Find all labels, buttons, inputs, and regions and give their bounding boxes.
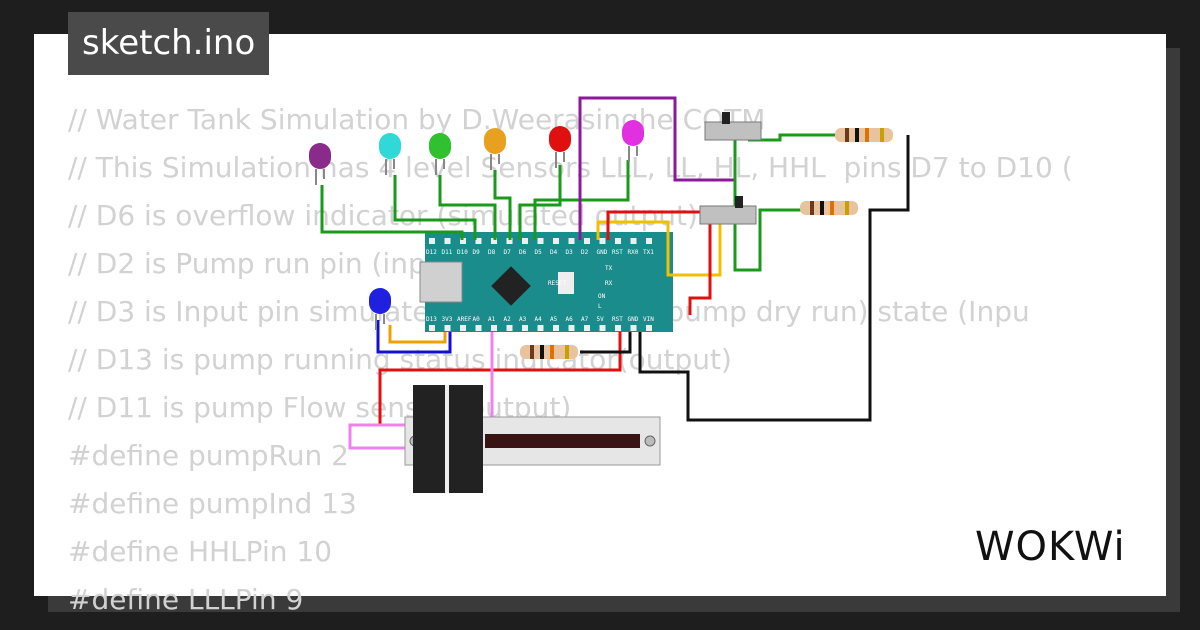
board-pin[interactable] xyxy=(460,238,466,244)
board-label: ON xyxy=(598,293,606,300)
resistor xyxy=(835,128,893,142)
wokwi-logo: WOKWi xyxy=(975,524,1126,570)
board-pin[interactable] xyxy=(646,238,652,244)
board-pin[interactable] xyxy=(491,325,497,331)
board-pin[interactable] xyxy=(444,238,451,244)
led[interactable] xyxy=(379,133,401,175)
slide-switch[interactable] xyxy=(699,196,757,225)
board-pin[interactable] xyxy=(630,238,637,244)
led[interactable] xyxy=(549,126,571,168)
pin-label: D10 xyxy=(457,249,468,256)
pin-label: D3 xyxy=(566,249,574,256)
pin-label: D4 xyxy=(550,249,558,256)
board-pin[interactable] xyxy=(522,238,528,244)
board-pin[interactable] xyxy=(522,325,528,331)
code-line: #define pumpRun 2 xyxy=(68,439,349,472)
tab-sketch[interactable]: sketch.ino xyxy=(68,12,270,75)
board-pin[interactable] xyxy=(491,238,497,244)
board-pin[interactable] xyxy=(475,238,482,244)
reset-button[interactable] xyxy=(558,272,574,294)
code-line: // This Simulation has 4 level Sensors L… xyxy=(68,151,1073,184)
pin-label: D11 xyxy=(442,249,453,256)
led[interactable] xyxy=(622,120,644,162)
slide-switch[interactable] xyxy=(704,112,762,141)
pin-label: GND xyxy=(628,316,639,323)
board-label: TX xyxy=(605,265,613,272)
board-pin[interactable] xyxy=(615,325,621,331)
led[interactable] xyxy=(309,143,331,185)
pin-label: A3 xyxy=(519,316,527,323)
pin-label: 3V3 xyxy=(442,316,453,323)
pin-label: D9 xyxy=(473,249,481,256)
board-pin[interactable] xyxy=(630,325,637,331)
board-pin[interactable] xyxy=(429,325,435,331)
board-pin[interactable] xyxy=(599,325,606,331)
board-pin[interactable] xyxy=(599,238,606,244)
code-line: #define LLLPin 9 xyxy=(68,583,304,616)
pin-label: A0 xyxy=(473,316,481,323)
board-pin[interactable] xyxy=(506,238,513,244)
board-label: RX xyxy=(605,280,613,287)
pin-label: D2 xyxy=(581,249,589,256)
pin-label: A4 xyxy=(535,316,543,323)
board-pin[interactable] xyxy=(429,238,435,244)
slide-potentiometer[interactable] xyxy=(404,385,661,493)
pin-label: 5V xyxy=(597,316,605,323)
board-label: RESET xyxy=(548,280,566,287)
resistor xyxy=(800,201,858,215)
board-pin[interactable] xyxy=(584,238,590,244)
pin-label: TX1 xyxy=(643,249,654,256)
pin-label: D7 xyxy=(504,249,512,256)
board-label: L xyxy=(598,303,602,310)
pin-label: GND xyxy=(597,249,608,256)
board-pin[interactable] xyxy=(537,238,544,244)
board-pin[interactable] xyxy=(646,325,652,331)
pin-label: A5 xyxy=(550,316,558,323)
pin-label: A1 xyxy=(488,316,496,323)
pin-label: RST xyxy=(612,249,623,256)
pin-label: RST xyxy=(612,316,623,323)
pin-label: AREF xyxy=(457,316,472,323)
board-pin[interactable] xyxy=(460,325,466,331)
pin-label: A6 xyxy=(566,316,574,323)
pin-label: A7 xyxy=(581,316,589,323)
board-pin[interactable] xyxy=(537,325,544,331)
board-pin[interactable] xyxy=(475,325,482,331)
pin-label: A2 xyxy=(504,316,512,323)
board-pin[interactable] xyxy=(444,325,451,331)
led[interactable] xyxy=(484,128,506,170)
board-pin[interactable] xyxy=(553,238,559,244)
pin-label: D5 xyxy=(535,249,543,256)
board-pin[interactable] xyxy=(506,325,513,331)
pin-label: D6 xyxy=(519,249,527,256)
board-pin[interactable] xyxy=(553,325,559,331)
led[interactable] xyxy=(429,133,451,175)
code-line: #define pumpInd 13 xyxy=(68,487,357,520)
chip xyxy=(491,266,531,306)
board-pin[interactable] xyxy=(568,325,575,331)
pin-label: D8 xyxy=(488,249,496,256)
usb-connector xyxy=(419,261,463,303)
pin-label: D12 xyxy=(426,249,437,256)
led[interactable] xyxy=(369,288,391,330)
resistor xyxy=(520,345,578,359)
code-line: #define HHLPin 10 xyxy=(68,535,333,568)
board-pin[interactable] xyxy=(615,238,621,244)
pin-label: D13 xyxy=(426,316,437,323)
pin-label: RX0 xyxy=(628,249,639,256)
pin-label: VIN xyxy=(643,316,654,323)
arduino-nano-board xyxy=(425,232,673,332)
board-pin[interactable] xyxy=(568,238,575,244)
board-pin[interactable] xyxy=(584,325,590,331)
